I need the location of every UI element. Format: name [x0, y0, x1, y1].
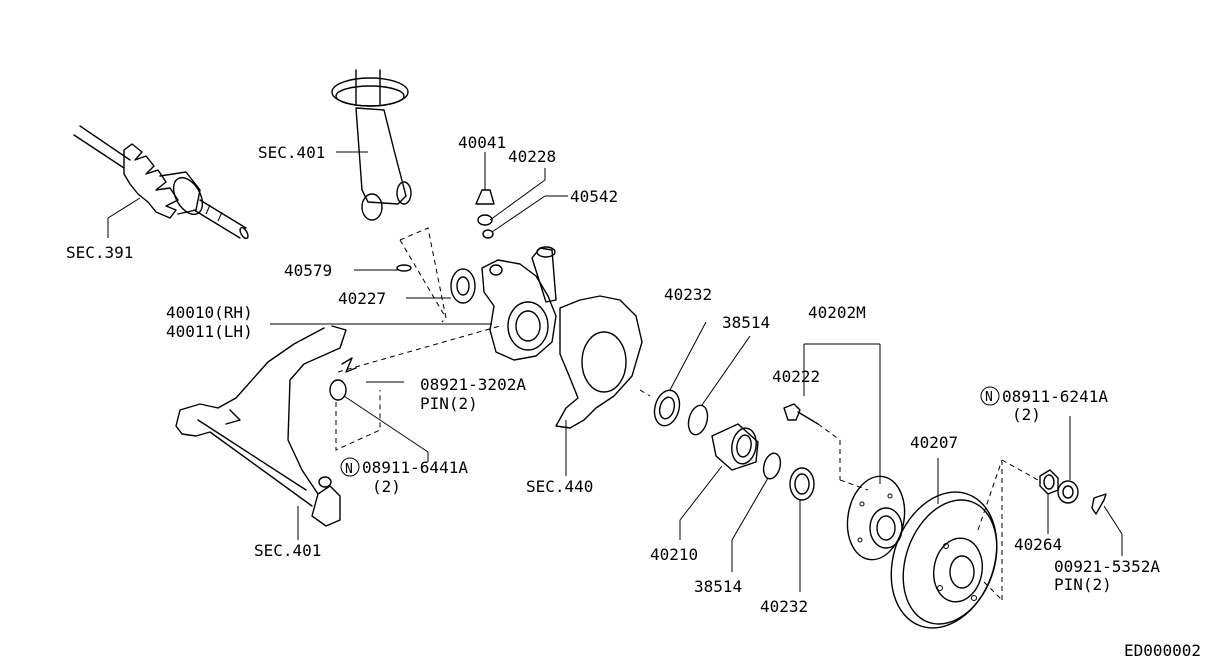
- footer-code: ED000002: [1124, 641, 1201, 660]
- label-nut-6241a-qty: (2): [1012, 405, 1041, 424]
- label-40010: 40010(RH): [166, 303, 253, 322]
- steering-knuckle: [270, 227, 643, 476]
- label-38514-bottom: 38514: [694, 577, 742, 596]
- part-labels: SEC.391 SEC.401 40041 40228 40542 40579 …: [66, 133, 1201, 660]
- label-40228: 40228: [508, 147, 556, 166]
- nut-marker-2: [980, 386, 1000, 406]
- label-nut-6241a: 08911-6241A: [1002, 387, 1108, 406]
- hub-nut-parts: [1039, 416, 1123, 556]
- label-pin-5352a-qty: PIN(2): [1054, 575, 1112, 594]
- label-sec440: SEC.440: [526, 477, 593, 496]
- label-sec401-top: SEC.401: [258, 143, 325, 162]
- label-40542: 40542: [570, 187, 618, 206]
- wheel-hub: [783, 343, 906, 561]
- label-40041: 40041: [458, 133, 506, 152]
- label-40222: 40222: [772, 367, 820, 386]
- label-40202m: 40202M: [808, 303, 866, 322]
- label-nut-6441a: 08911-6441A: [362, 458, 468, 477]
- transverse-link: [175, 325, 501, 540]
- label-38514-top: 38514: [722, 313, 770, 332]
- label-sec391: SEC.391: [66, 243, 133, 262]
- brake-rotor: [890, 458, 1039, 629]
- label-sec401-bottom: SEC.401: [254, 541, 321, 560]
- label-40227: 40227: [338, 289, 386, 308]
- label-40207: 40207: [910, 433, 958, 452]
- label-40232-top: 40232: [664, 285, 712, 304]
- label-pin-5352a: 00921-5352A: [1054, 557, 1160, 576]
- wheel-bearing-parts: [639, 321, 815, 592]
- label-nut-6441a-qty: (2): [372, 477, 401, 496]
- label-nut-6241a-marker: N: [985, 390, 993, 405]
- nut-marker-1: [340, 457, 360, 477]
- label-pin-3202a-qty: PIN(2): [420, 394, 478, 413]
- ball-joint-small-parts: [475, 152, 568, 239]
- drive-shaft: [73, 125, 249, 240]
- label-40011: 40011(LH): [166, 322, 253, 341]
- strut-assembly: [331, 69, 412, 221]
- label-40210: 40210: [650, 545, 698, 564]
- label-nut-6441a-marker: N: [345, 462, 353, 477]
- label-40579: 40579: [284, 261, 332, 280]
- label-40232-bottom: 40232: [760, 597, 808, 616]
- label-pin-3202a: 08921-3202A: [420, 375, 526, 394]
- label-40264: 40264: [1014, 535, 1062, 554]
